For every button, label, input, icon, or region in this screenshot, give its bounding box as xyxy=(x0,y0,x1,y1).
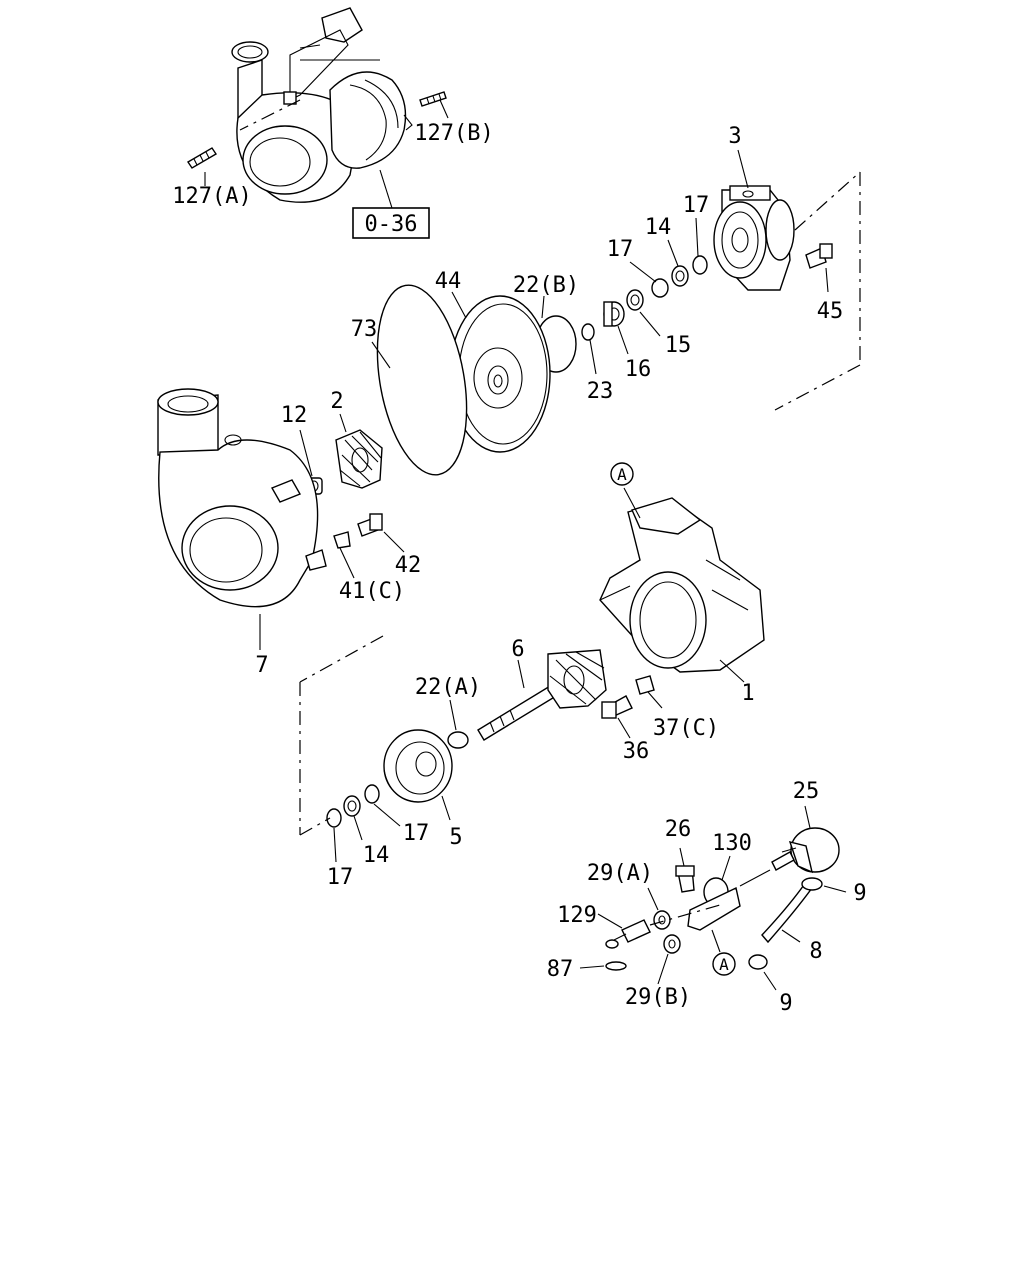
lock-plate-37c xyxy=(635,675,655,695)
ring-17a xyxy=(692,255,708,275)
ring-14a xyxy=(671,265,689,287)
oring-23 xyxy=(581,323,595,341)
compressor-wheel-2 xyxy=(335,429,383,489)
callout-3: 3 xyxy=(728,124,741,149)
stud-127a xyxy=(187,147,217,169)
dashed-rect-bottom xyxy=(774,364,861,411)
nut-29a xyxy=(653,910,671,930)
callout-37c: 37(C) xyxy=(653,716,719,741)
compressor-housing-7 xyxy=(157,388,327,608)
marker-a-circle-1 xyxy=(610,462,634,486)
ring-14b xyxy=(343,795,361,817)
callout-17-top-left: 17 xyxy=(607,237,634,262)
callout-8: 8 xyxy=(809,939,822,964)
ring-14b-bore xyxy=(347,800,357,812)
callout-marker-a-2: A xyxy=(719,955,729,974)
clip-9b xyxy=(748,954,768,970)
hose-8 xyxy=(761,880,813,944)
callout-22b: 22(B) xyxy=(513,273,579,298)
callout-87: 87 xyxy=(547,957,574,982)
callout-labels: 127(A) 127(B) 3 17 14 17 45 44 22(B) 15 … xyxy=(172,121,866,1016)
callout-41c: 41(C) xyxy=(339,579,405,604)
bolt-42 xyxy=(357,513,383,537)
callout-14-top: 14 xyxy=(645,215,672,240)
bearing-housing-3 xyxy=(713,185,795,291)
callout-15: 15 xyxy=(665,333,692,358)
bolt-26 xyxy=(675,865,695,893)
callout-5: 5 xyxy=(449,825,462,850)
callout-44: 44 xyxy=(435,269,462,294)
dashed-bracket-top xyxy=(299,635,384,683)
callout-25: 25 xyxy=(793,779,820,804)
callout-2: 2 xyxy=(330,389,343,414)
bearing-15-bore xyxy=(630,294,640,306)
callout-127b: 127(B) xyxy=(414,121,493,146)
callout-17-lower-right: 17 xyxy=(403,821,430,846)
callout-6: 6 xyxy=(511,637,524,662)
lock-plate-41c xyxy=(333,531,351,549)
clip-9a xyxy=(801,877,823,891)
ring-17d xyxy=(326,808,342,828)
leader-lines xyxy=(204,99,847,991)
leader-reference xyxy=(379,169,393,209)
callout-73: 73 xyxy=(351,317,378,342)
bearing-15 xyxy=(626,289,644,311)
actuator-25 xyxy=(771,827,840,874)
callout-9-lower: 9 xyxy=(779,991,792,1016)
callout-29b: 29(B) xyxy=(625,985,691,1010)
turbine-housing-1 xyxy=(599,497,765,673)
callout-7: 7 xyxy=(255,653,268,678)
nut-29b xyxy=(663,934,681,954)
dashed-actuator-link xyxy=(649,904,721,926)
reference-box[interactable]: 0-36 xyxy=(352,207,430,239)
callout-26: 26 xyxy=(665,817,692,842)
reference-box-label: 0-36 xyxy=(365,212,418,237)
dashed-link-top xyxy=(239,99,301,131)
callout-17-lower-left: 17 xyxy=(327,865,354,890)
callout-16: 16 xyxy=(625,357,652,382)
callout-marker-a-1: A xyxy=(617,465,627,484)
callout-1: 1 xyxy=(741,681,754,706)
dashed-bracket-bottom xyxy=(299,817,331,836)
callout-23: 23 xyxy=(587,379,614,404)
bolt-36 xyxy=(601,695,633,719)
ring-14a-bore xyxy=(675,270,685,282)
callout-36: 36 xyxy=(623,739,650,764)
callout-42: 42 xyxy=(395,553,422,578)
bolt-45 xyxy=(805,243,833,269)
thrust-collar-16 xyxy=(603,301,625,327)
oring-22a xyxy=(447,731,469,749)
turbocharger-assembly xyxy=(231,7,413,203)
oring-73 xyxy=(376,284,468,476)
seal-ring-5 xyxy=(383,729,453,803)
bracket-130 xyxy=(687,869,771,931)
clip-87 xyxy=(605,961,627,971)
turbine-shaft-6 xyxy=(477,649,607,741)
callout-129: 129 xyxy=(557,903,597,928)
callout-12: 12 xyxy=(281,403,308,428)
dashed-rect-top xyxy=(794,171,861,231)
callout-127a: 127(A) xyxy=(172,184,251,209)
callout-130: 130 xyxy=(712,831,752,856)
callout-9-upper: 9 xyxy=(853,881,866,906)
callout-22a: 22(A) xyxy=(415,675,481,700)
ring-17c xyxy=(364,784,380,804)
rod-end-129 xyxy=(605,919,651,949)
callout-17-top-right: 17 xyxy=(683,193,710,218)
callout-29a: 29(A) xyxy=(587,861,653,886)
callout-45: 45 xyxy=(817,299,844,324)
ring-17b xyxy=(651,278,669,298)
callout-14-lower: 14 xyxy=(363,843,390,868)
marker-a-circle-2 xyxy=(712,952,736,976)
stud-127b xyxy=(419,91,447,107)
